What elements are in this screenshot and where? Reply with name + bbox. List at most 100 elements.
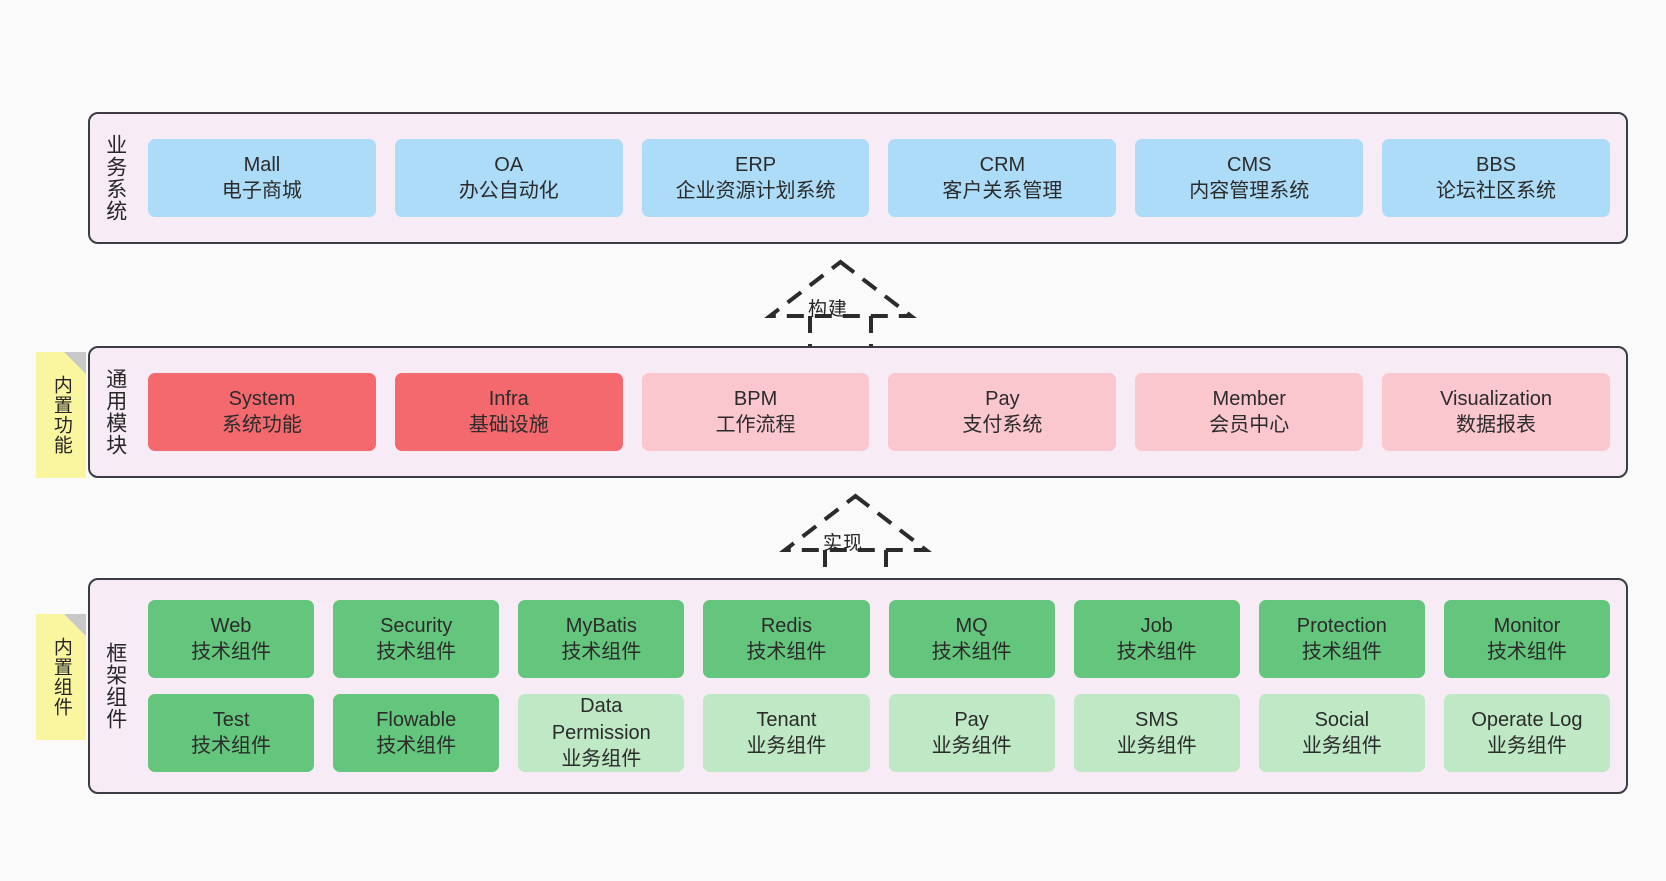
biz-component-card-desc: 业务组件 [561,748,642,771]
common-module-card-name: BPM [733,387,778,410]
biz-component-card-desc: 业务组件 [746,735,827,757]
arrowhead-triangle-icon [764,259,917,318]
sticky-note-builtin-features-label: 内置功能 [50,375,72,455]
layer-framework-title: 框架组件 [103,642,127,730]
common-module-card-desc: 基础设施 [468,414,549,436]
common-module-card[interactable]: System 系统功能 [148,373,376,451]
tech-component-card-desc: 技术组件 [931,641,1012,663]
tech-component-card-name: Web [210,614,252,637]
business-system-card-name: CMS [1227,153,1272,176]
biz-component-card[interactable]: Tenant 业务组件 [703,694,870,772]
common-module-card-name: Member [1212,387,1286,410]
biz-component-card-desc: 业务组件 [1301,735,1382,757]
common-module-card-name: Infra [488,387,529,410]
biz-component-card[interactable]: Social 业务组件 [1258,694,1425,772]
tech-component-card-name: Job [1140,614,1173,637]
business-system-card[interactable]: ERP 企业资源计划系统 [641,139,870,217]
tech-component-card-name: MyBatis [565,614,637,637]
tech-component-card-desc: 技术组件 [1301,641,1382,663]
common-module-card[interactable]: Pay 支付系统 [888,373,1117,451]
business-system-card[interactable]: CMS 内容管理系统 [1135,139,1364,217]
module-card-row: System 系统功能 Infra 基础设施 BPM 工作流程 Pay 支付系统 Member 会… [148,373,1610,451]
common-module-card[interactable]: Infra 基础设施 [394,373,623,451]
sticky-note-builtin-components-label: 内置组件 [50,637,72,717]
common-module-card-desc: 支付系统 [962,414,1043,436]
tech-component-card[interactable]: MyBatis 技术组件 [518,600,685,678]
common-module-card-name: System [228,387,296,410]
biz-component-card-name: Data Permission [551,695,651,744]
business-system-card-name: Mall [243,153,281,176]
common-module-card[interactable]: BPM 工作流程 [641,373,870,451]
biz-component-card[interactable]: Data Permission 业务组件 [518,694,685,772]
business-system-card-desc: 内容管理系统 [1189,180,1310,202]
biz-component-card-desc: 业务组件 [1486,735,1567,757]
biz-component-card-name: Tenant [756,708,817,731]
common-module-card[interactable]: Member 会员中心 [1135,373,1364,451]
business-system-card-name: ERP [735,153,777,176]
business-system-card-name: CRM [979,153,1026,176]
tech-component-card-desc: 技术组件 [191,641,272,663]
tech-component-card[interactable]: Web 技术组件 [148,600,315,678]
tech-component-card-desc: 技术组件 [561,641,642,663]
tech-component-card-desc: 技术组件 [376,641,457,663]
sticky-note-builtin-components: 内置组件 [36,614,86,740]
tech-component-card-desc: 技术组件 [746,641,827,663]
common-module-card-desc: 会员中心 [1209,414,1290,436]
biz-component-card[interactable]: SMS 业务组件 [1073,694,1240,772]
common-module-card-desc: 工作流程 [715,414,796,436]
tech-component-card[interactable]: MQ 技术组件 [888,600,1055,678]
biz-component-card[interactable]: Pay 业务组件 [888,694,1055,772]
layer-modules-title: 通用模块 [103,368,127,456]
note-fold-corner-icon [64,352,86,374]
connector-implement: 实现 [768,492,932,584]
common-module-card-name: Pay [985,387,1020,410]
biz-component-card-name: Social [1314,708,1370,731]
business-system-card-desc: 企业资源计划系统 [675,180,836,202]
tech-component-card-name: Monitor [1493,614,1561,637]
business-system-card[interactable]: CRM 客户关系管理 [888,139,1117,217]
tech-component-card-desc: 技术组件 [1116,641,1197,663]
layer-modules-body: System 系统功能 Infra 基础设施 BPM 工作流程 Pay 支付系统 Member 会… [140,348,1626,476]
tech-component-card-name: Security [380,614,453,637]
layer-common-modules: 通用模块 System 系统功能 Infra 基础设施 BPM 工作流程 Pay 支付系统 Me… [88,346,1628,478]
business-system-card-desc: 论坛社区系统 [1436,180,1557,202]
biz-component-card-desc: 业务组件 [931,735,1012,757]
tech-component-card[interactable]: Redis 技术组件 [703,600,870,678]
sticky-note-builtin-features: 内置功能 [36,352,86,478]
tech-component-card[interactable]: Security 技术组件 [333,600,500,678]
biz-component-card-name: SMS [1135,708,1179,731]
business-system-card-desc: 办公自动化 [458,180,559,202]
tech-component-card-desc: 技术组件 [1486,641,1567,663]
common-module-card-desc: 系统功能 [221,414,302,436]
connector-implement-label: 实现 [822,533,864,554]
tech-component-card[interactable]: Job 技术组件 [1073,600,1240,678]
tech-component-card-name: MQ [955,614,988,637]
biz-component-card-name: Operate Log [1471,708,1583,731]
business-system-card-desc: 电子商城 [221,180,302,202]
biz-component-card-desc: 技术组件 [191,735,272,757]
biz-component-card-name: Pay [954,708,989,731]
biz-component-card-desc: 技术组件 [376,735,457,757]
layer-business-title: 业务系统 [103,134,127,222]
arrowhead-triangle-icon [779,493,932,552]
biz-component-card-desc: 业务组件 [1116,735,1197,757]
business-system-card-desc: 客户关系管理 [942,180,1063,202]
business-system-card[interactable]: Mall 电子商城 [148,139,376,217]
note-fold-corner-icon [64,614,86,636]
tech-component-card-name: Redis [760,614,812,637]
biz-component-card[interactable]: Operate Log 业务组件 [1443,694,1610,772]
tech-component-card[interactable]: Monitor 技术组件 [1443,600,1610,678]
